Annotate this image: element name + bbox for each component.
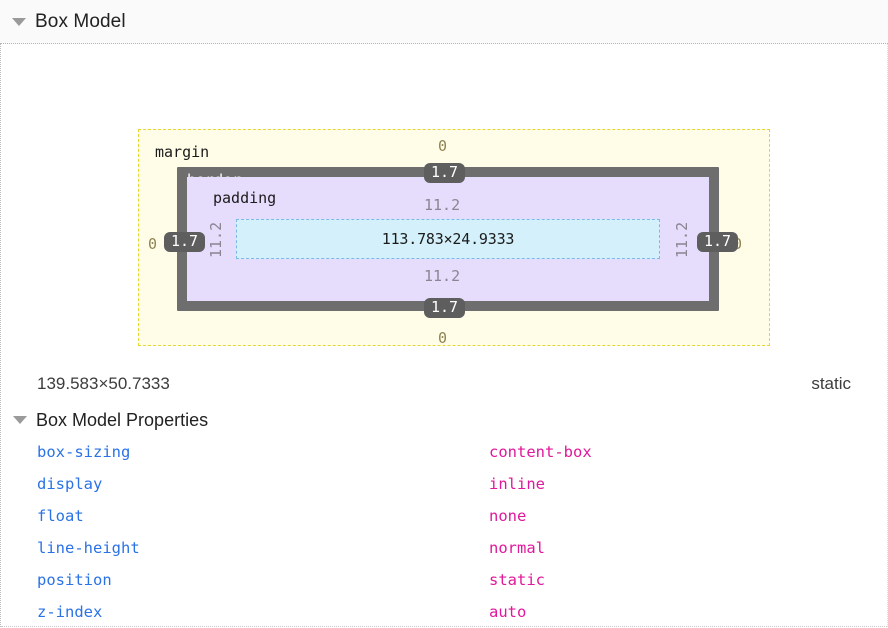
padding-region[interactable]: padding 113.783×24.9333 bbox=[187, 177, 709, 301]
padding-left-value[interactable]: 11.2 bbox=[207, 221, 225, 258]
element-position-value: static bbox=[811, 374, 851, 393]
box-model-properties-header[interactable]: Box Model Properties bbox=[1, 404, 887, 436]
content-size-value: 113.783×24.9333 bbox=[381, 230, 515, 248]
border-right-value[interactable]: 1.7 bbox=[697, 232, 739, 252]
triangle-down-icon[interactable] bbox=[13, 416, 27, 424]
table-row[interactable]: position static bbox=[1, 564, 887, 596]
table-row[interactable]: float none bbox=[1, 500, 887, 532]
property-value[interactable]: content-box bbox=[489, 443, 592, 461]
padding-right-value[interactable]: 11.2 bbox=[673, 221, 691, 258]
border-top-value[interactable]: 1.7 bbox=[424, 163, 466, 183]
border-left-value[interactable]: 1.7 bbox=[164, 232, 206, 252]
box-model-panel-body: margin border padding 113.783×24.9333 0 … bbox=[0, 44, 888, 627]
margin-top-value[interactable]: 0 bbox=[438, 137, 448, 155]
property-name[interactable]: box-sizing bbox=[37, 443, 131, 461]
box-model-diagram[interactable]: margin border padding 113.783×24.9333 0 … bbox=[1, 44, 887, 364]
property-name[interactable]: line-height bbox=[37, 539, 140, 557]
property-value[interactable]: auto bbox=[489, 603, 527, 621]
table-row[interactable]: line-height normal bbox=[1, 532, 887, 564]
property-name[interactable]: float bbox=[37, 507, 84, 525]
property-value[interactable]: normal bbox=[489, 539, 545, 557]
border-bottom-value[interactable]: 1.7 bbox=[424, 298, 466, 318]
margin-bottom-value[interactable]: 0 bbox=[438, 329, 448, 347]
box-model-summary: 139.583×50.7333 static bbox=[1, 362, 887, 406]
property-name[interactable]: position bbox=[37, 571, 112, 589]
box-model-panel-header[interactable]: Box Model bbox=[0, 0, 888, 44]
table-row[interactable]: box-sizing content-box bbox=[1, 436, 887, 468]
table-row[interactable]: display inline bbox=[1, 468, 887, 500]
content-region[interactable]: 113.783×24.9333 bbox=[236, 219, 660, 259]
padding-region-label: padding bbox=[213, 189, 277, 207]
property-value[interactable]: none bbox=[489, 507, 527, 525]
element-size-value: 139.583×50.7333 bbox=[37, 374, 170, 393]
property-name[interactable]: z-index bbox=[37, 603, 103, 621]
padding-top-value[interactable]: 11.2 bbox=[424, 196, 461, 214]
property-name[interactable]: display bbox=[37, 475, 103, 493]
margin-region-label: margin bbox=[155, 143, 210, 161]
property-value[interactable]: static bbox=[489, 571, 545, 589]
table-row[interactable]: z-index auto bbox=[1, 596, 887, 628]
box-model-properties-list: box-sizing content-box display inline fl… bbox=[1, 436, 887, 628]
property-value[interactable]: inline bbox=[489, 475, 545, 493]
margin-left-value[interactable]: 0 bbox=[148, 235, 158, 253]
padding-bottom-value[interactable]: 11.2 bbox=[424, 267, 461, 285]
triangle-down-icon[interactable] bbox=[12, 17, 26, 26]
border-region[interactable]: border padding 113.783×24.9333 bbox=[177, 167, 719, 311]
box-model-properties-title: Box Model Properties bbox=[36, 409, 209, 430]
page-title: Box Model bbox=[35, 10, 126, 32]
